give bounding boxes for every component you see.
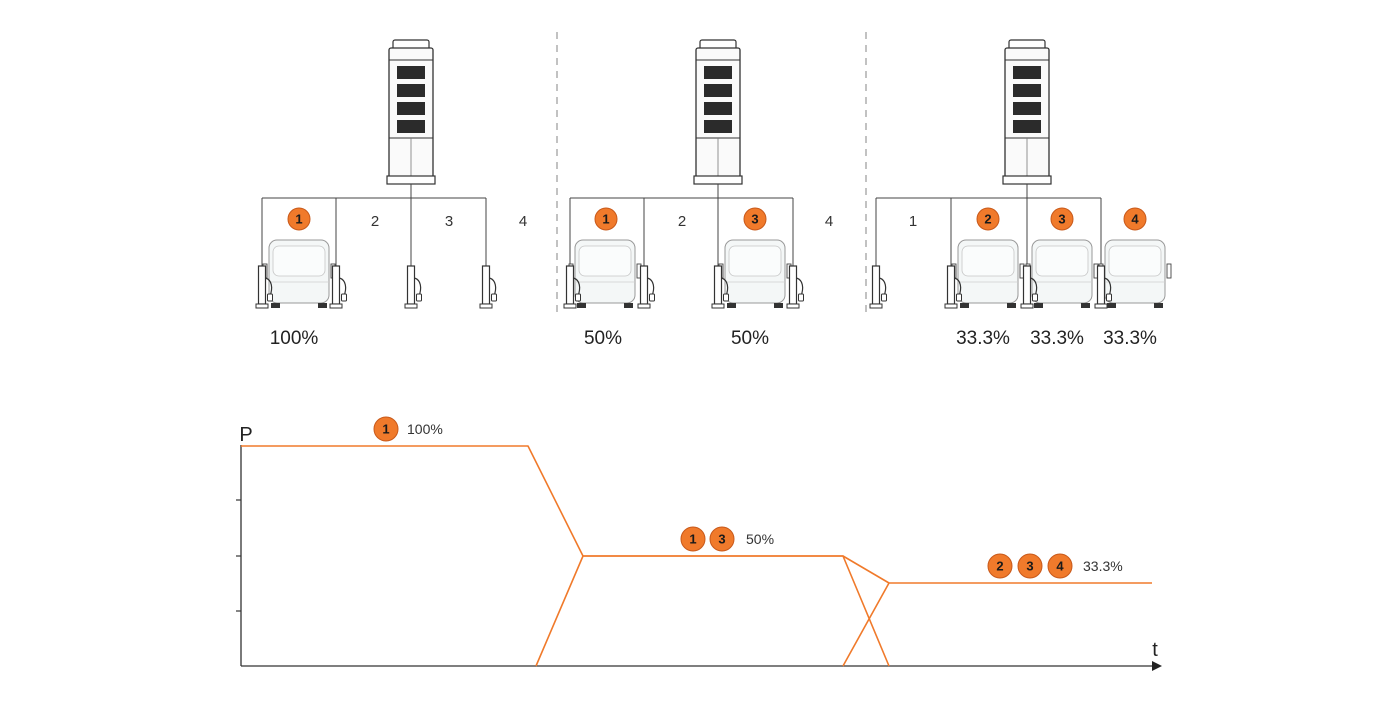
badge-circle	[1123, 207, 1147, 231]
charger-cabinet-icon	[1002, 39, 1052, 185]
charger-cabinet-icon	[693, 39, 743, 185]
phase-percentage: 33.3%	[1083, 558, 1123, 574]
power-share-label: 50%	[584, 328, 622, 349]
y-axis-label: P	[239, 424, 252, 446]
charging-pedestal-icon	[329, 265, 348, 309]
badge-circle	[709, 526, 735, 552]
phase-badge: 2	[987, 553, 1013, 579]
bus-icon	[951, 239, 1025, 309]
badge-number: 3	[751, 212, 758, 227]
x-axis-label: t	[1152, 639, 1158, 661]
phase-percentage: 100%	[407, 421, 443, 437]
charger-cabinet-icon	[386, 39, 436, 185]
badge-number: 3	[1058, 212, 1065, 227]
badge-circle	[987, 553, 1013, 579]
badge-number: 4	[1056, 559, 1064, 574]
scenario-2: 1 2 3 4 50% 50%	[563, 39, 833, 349]
badge-circle	[287, 207, 311, 231]
charging-pedestal-icon	[786, 265, 805, 309]
phase-label-3: 2 3 4 33.3%	[987, 553, 1123, 579]
bus-icon	[718, 239, 792, 309]
power-share-label: 33.3%	[1103, 328, 1157, 349]
phase-badge: 3	[709, 526, 735, 552]
charging-scenarios: 1 2 3 4 100% 1 2 3 4 50% 50% 1 2 3 4 33.3% 33.3% 33.3%	[255, 32, 1172, 349]
port-badge-active: 3	[1050, 207, 1074, 231]
scenario-1: 1 2 3 4 100%	[255, 39, 527, 349]
power-share-label: 100%	[270, 328, 319, 349]
badge-number: 3	[1026, 559, 1033, 574]
badge-number: 2	[984, 212, 991, 227]
badge-number: 1	[602, 212, 609, 227]
badge-circle	[594, 207, 618, 231]
charging-pedestal-icon	[404, 265, 423, 309]
badge-circle	[373, 416, 399, 442]
port-badge-active: 4	[1123, 207, 1147, 231]
phase-label-1: 1 100%	[373, 416, 443, 442]
port-label: 1	[909, 213, 917, 230]
badge-circle	[1047, 553, 1073, 579]
charging-pedestal-icon	[869, 265, 888, 309]
phase-label-2: 1 3 50%	[680, 526, 774, 552]
port-badge-active: 3	[743, 207, 767, 231]
port-badge-active: 2	[976, 207, 1000, 231]
port-label: 2	[371, 213, 379, 230]
badge-circle	[1050, 207, 1074, 231]
phase-badge: 1	[373, 416, 399, 442]
power-time-graph: Pt 1 100% 1 3 50% 2 3 4 33.3%	[236, 416, 1162, 671]
power-curve-port-3	[535, 555, 890, 667]
badge-number: 4	[1131, 212, 1139, 227]
charging-pedestal-icon	[479, 265, 498, 309]
charging-pedestal-icon	[637, 265, 656, 309]
port-label: 3	[445, 213, 453, 230]
badge-number: 1	[689, 532, 696, 547]
bus-icon	[262, 239, 336, 309]
power-curve-port-2-4	[842, 582, 1152, 667]
badge-circle	[1017, 553, 1043, 579]
port-badge-active: 1	[594, 207, 618, 231]
badge-number: 2	[996, 559, 1003, 574]
port-label: 2	[678, 213, 686, 230]
power-share-label: 33.3%	[1030, 328, 1084, 349]
badge-number: 1	[382, 422, 389, 437]
badge-circle	[680, 526, 706, 552]
power-share-label: 33.3%	[956, 328, 1010, 349]
phase-badge: 1	[680, 526, 706, 552]
port-badge-active: 1	[287, 207, 311, 231]
badge-number: 3	[718, 532, 725, 547]
badge-number: 1	[295, 212, 302, 227]
phase-percentage: 50%	[746, 531, 774, 547]
scenario-3: 1 2 3 4 33.3% 33.3% 33.3%	[869, 39, 1172, 349]
phase-badge: 3	[1017, 553, 1043, 579]
phase-badge: 4	[1047, 553, 1073, 579]
port-label: 4	[519, 213, 527, 230]
power-share-label: 50%	[731, 328, 769, 349]
badge-circle	[743, 207, 767, 231]
port-label: 4	[825, 213, 833, 230]
badge-circle	[976, 207, 1000, 231]
x-axis-arrow	[1152, 661, 1162, 671]
